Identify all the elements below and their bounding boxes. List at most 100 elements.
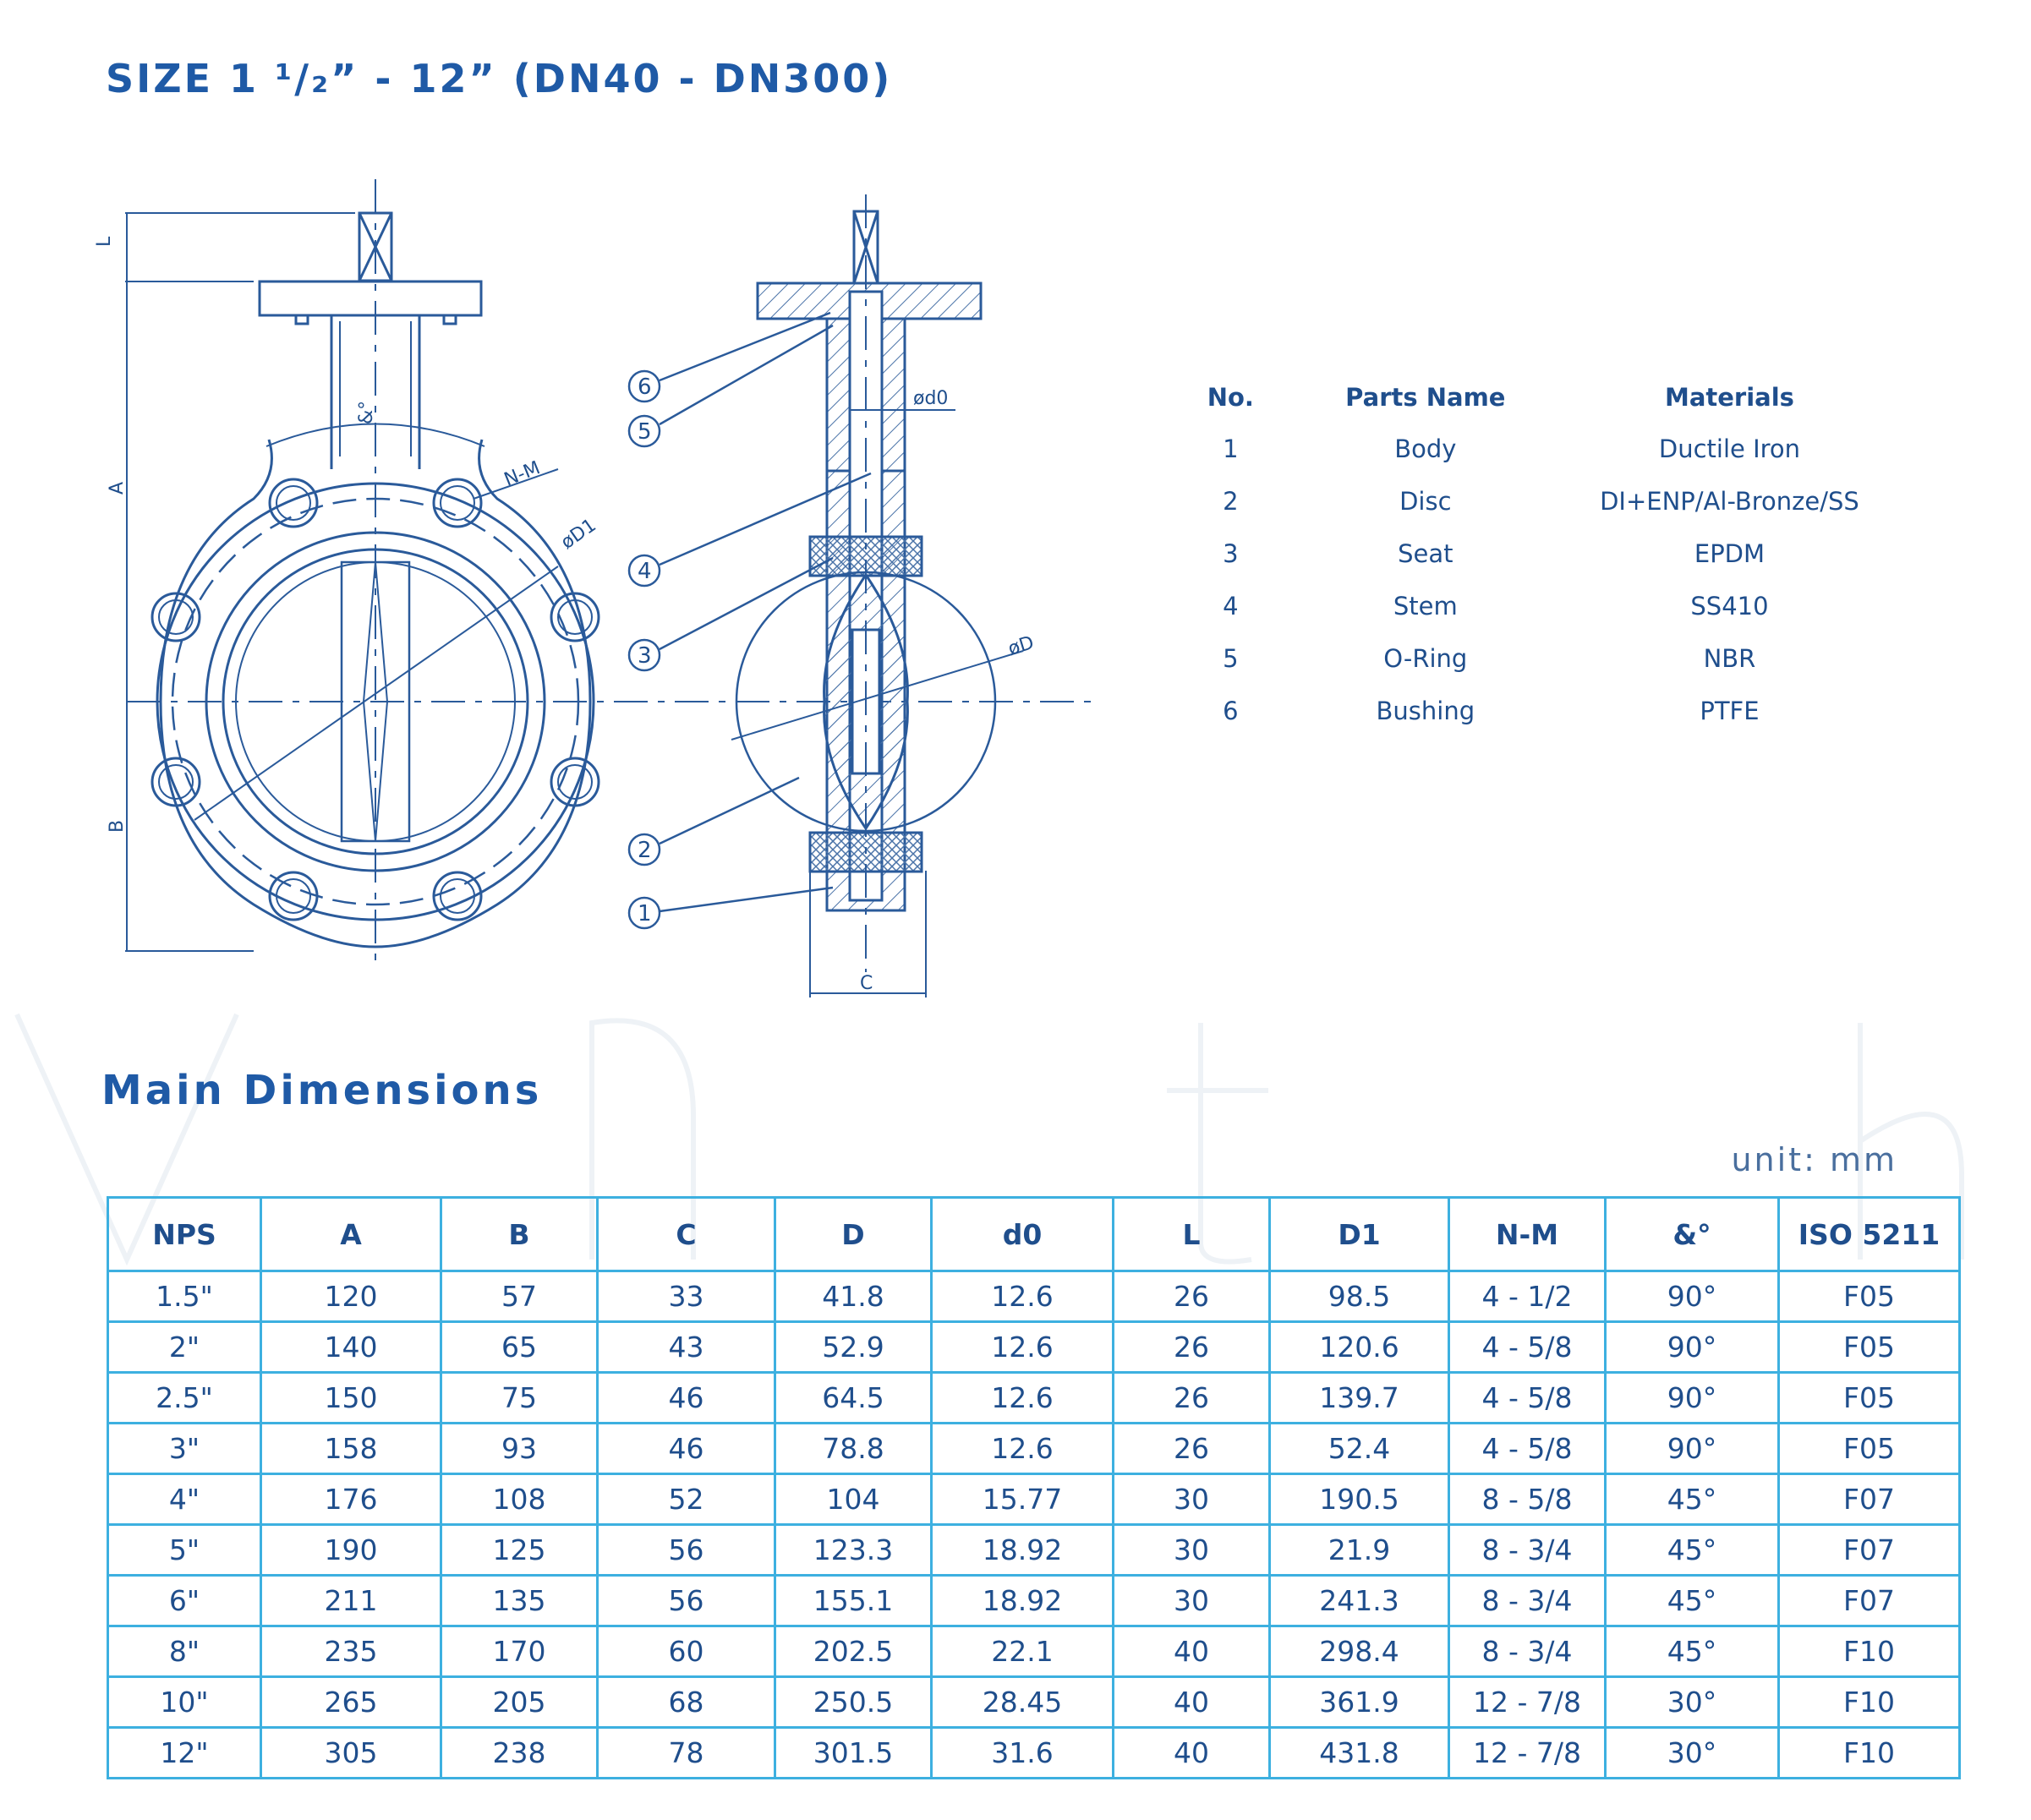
- cell-nps: 5": [107, 1523, 262, 1577]
- cell-nps: 4": [107, 1473, 262, 1526]
- cell-l: 30: [1112, 1574, 1271, 1627]
- cell-angle: 45°: [1604, 1574, 1780, 1627]
- dim-label-b: B: [107, 820, 128, 833]
- cell-iso: F05: [1777, 1270, 1961, 1323]
- cell-d: 250.5: [774, 1675, 933, 1729]
- callout-6: 6: [638, 374, 652, 400]
- cell-nps: 2": [107, 1320, 262, 1374]
- cell-c: 56: [596, 1574, 776, 1627]
- cell-angle: 90°: [1604, 1270, 1780, 1323]
- dimension-lines: [125, 212, 355, 952]
- cell-c: 46: [596, 1422, 776, 1475]
- col-d0: d0: [930, 1196, 1114, 1272]
- cell-nm: 4 - 5/8: [1448, 1320, 1607, 1374]
- part-name: O-Ring: [1383, 644, 1468, 673]
- cell-b: 108: [440, 1473, 599, 1526]
- part-material: NBR: [1703, 644, 1756, 673]
- part-material: EPDM: [1694, 539, 1765, 568]
- cell-nps: 3": [107, 1422, 262, 1475]
- cell-a: 158: [260, 1422, 442, 1475]
- cell-nm: 12 - 7/8: [1448, 1726, 1607, 1779]
- col-d: D: [774, 1196, 933, 1272]
- cell-nm: 4 - 5/8: [1448, 1422, 1607, 1475]
- cell-nm: 12 - 7/8: [1448, 1675, 1607, 1729]
- cell-d: 52.9: [774, 1320, 933, 1374]
- cell-a: 211: [260, 1574, 442, 1627]
- cell-d1: 139.7: [1268, 1371, 1450, 1424]
- cell-a: 265: [260, 1675, 442, 1729]
- unit-label: unit: mm: [1731, 1141, 1897, 1178]
- part-name: Body: [1394, 435, 1457, 463]
- callout-5: 5: [638, 419, 652, 445]
- cell-nps: 1.5": [107, 1270, 262, 1323]
- dim-label-d1: øD1: [557, 515, 600, 554]
- cell-d1: 431.8: [1268, 1726, 1450, 1779]
- cell-d0: 12.6: [930, 1320, 1114, 1374]
- dim-label-c: C: [860, 973, 873, 994]
- cell-iso: F07: [1777, 1523, 1961, 1577]
- part-material: Ductile Iron: [1658, 435, 1801, 463]
- cell-d: 104: [774, 1473, 933, 1526]
- cell-a: 120: [260, 1270, 442, 1323]
- cell-angle: 45°: [1604, 1473, 1780, 1526]
- part-name: Seat: [1398, 539, 1453, 568]
- cell-nm: 8 - 5/8: [1448, 1473, 1607, 1526]
- cell-c: 43: [596, 1320, 776, 1374]
- parts-header-no: No.: [1207, 383, 1254, 412]
- parts-header-row: No. Parts Name Materials: [1154, 372, 1915, 423]
- cell-d0: 15.77: [930, 1473, 1114, 1526]
- cell-angle: 45°: [1604, 1523, 1780, 1577]
- cell-a: 235: [260, 1625, 442, 1678]
- cell-d0: 22.1: [930, 1625, 1114, 1678]
- cell-angle: 90°: [1604, 1371, 1780, 1424]
- cell-c: 78: [596, 1726, 776, 1779]
- cell-d: 202.5: [774, 1625, 933, 1678]
- cell-angle: 30°: [1604, 1726, 1780, 1779]
- section-title: Main Dimensions: [101, 1067, 543, 1114]
- cell-l: 30: [1112, 1523, 1271, 1577]
- cell-b: 65: [440, 1320, 599, 1374]
- callout-1: 1: [638, 901, 652, 926]
- cell-l: 26: [1112, 1320, 1271, 1374]
- cell-a: 305: [260, 1726, 442, 1779]
- cell-l: 40: [1112, 1675, 1271, 1729]
- cell-c: 56: [596, 1523, 776, 1577]
- cell-iso: F07: [1777, 1473, 1961, 1526]
- part-material: DI+ENP/Al-Bronze/SS: [1600, 487, 1859, 516]
- cell-d1: 21.9: [1268, 1523, 1450, 1577]
- col-c: C: [596, 1196, 776, 1272]
- cell-angle: 30°: [1604, 1675, 1780, 1729]
- cell-a: 140: [260, 1320, 442, 1374]
- dim-label-nm: N-M: [501, 457, 544, 490]
- col-a: A: [260, 1196, 442, 1272]
- cell-angle: 90°: [1604, 1320, 1780, 1374]
- cell-d1: 361.9: [1268, 1675, 1450, 1729]
- cell-d0: 31.6: [930, 1726, 1114, 1779]
- cell-nm: 8 - 3/4: [1448, 1625, 1607, 1678]
- cell-b: 57: [440, 1270, 599, 1323]
- cell-a: 176: [260, 1473, 442, 1526]
- col-d1: D1: [1268, 1196, 1450, 1272]
- callout-2: 2: [638, 838, 652, 863]
- cell-d0: 28.45: [930, 1675, 1114, 1729]
- front-view: [127, 179, 1091, 968]
- cell-c: 52: [596, 1473, 776, 1526]
- cell-d: 123.3: [774, 1523, 933, 1577]
- cell-nps: 10": [107, 1675, 262, 1729]
- side-view: [731, 194, 1024, 997]
- cell-d: 78.8: [774, 1422, 933, 1475]
- cell-d: 64.5: [774, 1371, 933, 1424]
- dim-label-l: L: [94, 236, 115, 247]
- cell-nm: 4 - 1/2: [1448, 1270, 1607, 1323]
- cell-iso: F05: [1777, 1371, 1961, 1424]
- cell-nm: 4 - 5/8: [1448, 1371, 1607, 1424]
